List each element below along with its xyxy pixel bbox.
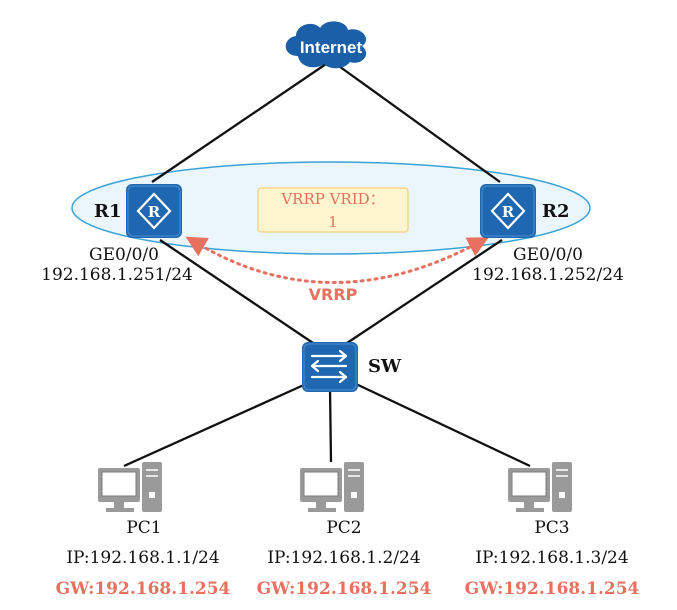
vrrp-vrid-line1: VRRP VRID： [280,190,384,208]
links [123,63,531,468]
pc1-ip: IP:192.168.1.1/24 [66,548,219,568]
svg-text:R: R [502,203,515,221]
switch-name: SW [368,356,402,377]
pc1-name: PC1 [126,518,161,538]
link-r2-sw [343,239,503,346]
pc2-name: PC2 [326,518,361,538]
router-icon: R [126,184,182,238]
router-r2-interface: GE0/0/0 [513,245,583,265]
pc2-gw: GW:192.168.1.254 [257,579,432,599]
router-r1-interface: GE0/0/0 [89,245,159,265]
link-internet-r2 [335,63,501,183]
vrrp-vrid-line2: 1 [328,213,338,231]
vrrp-link-label: VRRP [309,285,358,304]
switch-icon [302,342,358,392]
cloud-label: Internet [300,38,363,57]
svg-text:R: R [148,203,161,221]
pc1-gw: GW:192.168.1.254 [56,579,231,599]
link-sw-pc3 [355,382,531,468]
pc-icon [300,462,364,512]
link-sw-pc2 [328,387,333,463]
cloud-icon [285,21,367,69]
router-r1-name: R1 [94,201,121,222]
pc3-ip: IP:192.168.1.3/24 [475,548,628,568]
link-sw-pc1 [123,382,307,468]
router-icon: R [480,184,536,238]
pc3-gw: GW:192.168.1.254 [465,579,640,599]
pc3-name: PC3 [534,518,569,538]
pc-icon [98,462,162,512]
link-internet-r1 [151,63,327,183]
link-r1-sw [159,239,317,346]
pc-icon [508,462,572,512]
router-r2-name: R2 [542,201,569,222]
router-r2-ip: 192.168.1.252/24 [472,265,624,285]
router-r1-ip: 192.168.1.251/24 [41,265,193,285]
pc2-ip: IP:192.168.1.2/24 [267,548,420,568]
vrrp-vrid-box [257,187,409,233]
vrrp-link-label-bg [302,284,364,304]
vrrp-link-arrow [185,236,489,284]
